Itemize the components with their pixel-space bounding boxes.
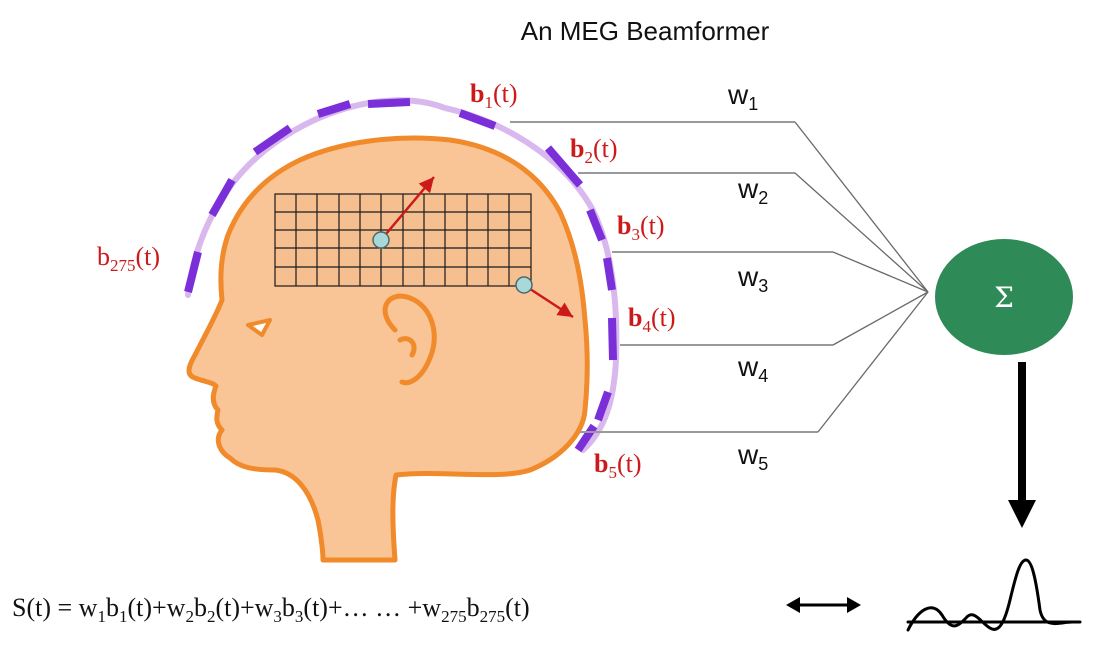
sensor-dash [212, 180, 232, 215]
converge-lines [795, 122, 928, 432]
weight-label-2: w2 [737, 173, 768, 208]
sensor-label-4: b4(t) [628, 303, 676, 336]
sensor-label-2: b2(t) [570, 134, 618, 167]
beamformer-equation: S(t) = w1b1(t)+w2b2(t)+w3b3(t)+… … +w275… [12, 593, 530, 626]
sigma-symbol: Σ [994, 281, 1014, 314]
equivalence-arrow [786, 597, 861, 613]
sensor-dash [607, 258, 612, 290]
sensor-label-3: b3(t) [617, 211, 665, 244]
sensor-dash [255, 128, 290, 152]
weight-label-5: w5 [737, 439, 768, 474]
sensor-dash [612, 318, 613, 360]
summation-node: Σ [935, 239, 1073, 355]
sensor-dash [188, 252, 198, 292]
sensor-dash [368, 102, 410, 104]
waveform-signal [908, 560, 1072, 630]
diagram-title: An MEG Beamformer [521, 16, 770, 46]
source-grid [275, 194, 531, 286]
weight-label-3: w3 [737, 261, 768, 296]
sensor-dash [590, 210, 602, 240]
sensor-label-275: b275(t) [97, 242, 160, 275]
sensor-dash [318, 104, 350, 114]
sensor-label-1: b1(t) [470, 79, 518, 112]
output-waveform [908, 560, 1080, 630]
output-arrow [1008, 362, 1036, 528]
weight-label-1: w1 [727, 79, 758, 114]
weight-label-4: w4 [737, 351, 768, 386]
sensor-label-5: b5(t) [594, 449, 642, 482]
